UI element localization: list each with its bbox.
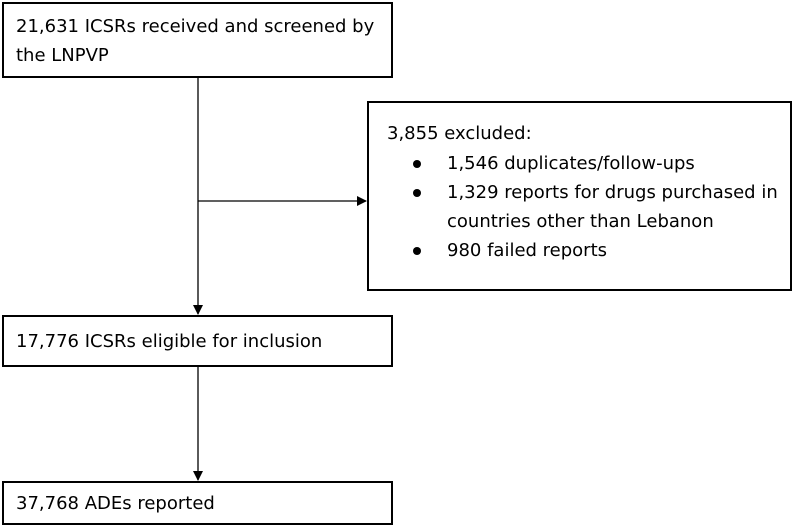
eligible-text: 17,776 ICSRs eligible for inclusion	[16, 331, 323, 352]
bullet-icon	[413, 160, 421, 168]
bullet-icon	[413, 189, 421, 197]
ades-text: 37,768 ADEs reported	[16, 493, 215, 514]
excluded-item: 980 failed reports	[387, 236, 782, 265]
box-excluded: 3,855 excluded: 1,546 duplicates/follow-…	[367, 101, 792, 291]
excluded-heading: 3,855 excluded:	[387, 123, 532, 144]
excluded-item-text: 1,546 duplicates/follow-ups	[447, 153, 695, 174]
excluded-item-text: 1,329 reports for drugs purchased in cou…	[447, 182, 778, 232]
box-received-screened: 21,631 ICSRs received and screened by th…	[2, 2, 393, 78]
box-eligible: 17,776 ICSRs eligible for inclusion	[2, 315, 393, 367]
box-ades-reported: 37,768 ADEs reported	[2, 481, 393, 525]
excluded-item-text: 980 failed reports	[447, 240, 608, 261]
excluded-list: 1,546 duplicates/follow-ups 1,329 report…	[387, 149, 782, 265]
excluded-item: 1,546 duplicates/follow-ups	[387, 149, 782, 178]
received-text: 21,631 ICSRs received and screened by th…	[16, 16, 375, 66]
bullet-icon	[413, 247, 421, 255]
excluded-item: 1,329 reports for drugs purchased in cou…	[387, 178, 782, 236]
